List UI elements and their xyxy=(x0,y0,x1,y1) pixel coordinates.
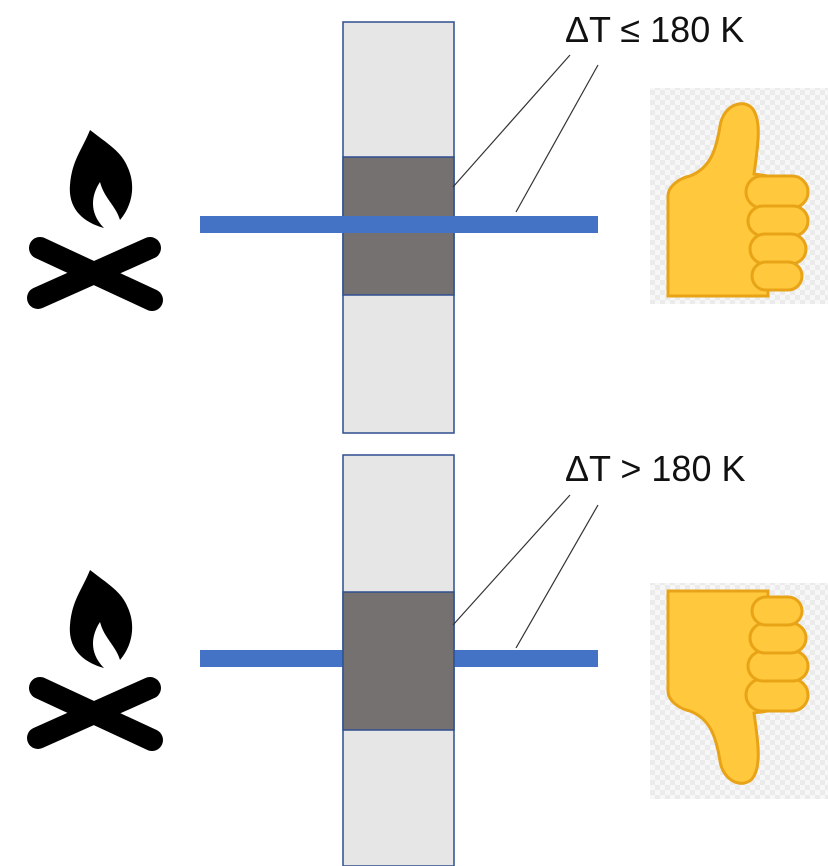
campfire-icon xyxy=(38,130,152,300)
leader-line-insulation-bottom xyxy=(452,494,571,626)
pipe-top xyxy=(200,216,598,233)
leader-line-pipe-bottom xyxy=(515,504,599,649)
thumbs-up-icon xyxy=(650,88,828,304)
label-delta-t-top: ΔT ≤ 180 K xyxy=(565,9,744,50)
leader-line-insulation-top xyxy=(452,54,571,188)
leader-line-pipe-top xyxy=(515,64,599,213)
panel-bottom: ΔT > 180 K xyxy=(38,448,828,866)
label-delta-t-bottom: ΔT > 180 K xyxy=(565,448,746,489)
thumbs-down-icon xyxy=(650,583,828,799)
campfire-icon xyxy=(38,570,152,740)
insulation-bottom xyxy=(342,591,455,731)
panel-top: ΔT ≤ 180 K xyxy=(38,9,828,434)
